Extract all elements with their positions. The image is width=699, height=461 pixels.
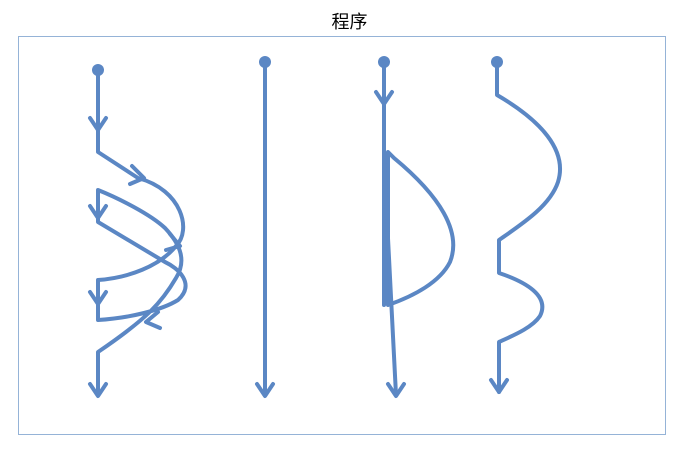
single-loop-flow [374, 56, 456, 398]
arrow-head [144, 310, 162, 330]
arrow-head [128, 164, 146, 186]
interleaved-flow [88, 64, 188, 398]
flow-line [96, 68, 188, 397]
arrow-head [164, 232, 182, 252]
loop-line [386, 150, 456, 307]
diagram-title: 程序 [331, 12, 368, 33]
arrow-head [88, 290, 108, 306]
arrow-head [88, 382, 108, 398]
straight-flow [255, 56, 275, 398]
arrow-head [88, 116, 108, 132]
diagram-frame [18, 36, 666, 435]
arrow-head [88, 204, 108, 220]
wavy-flow [489, 56, 562, 394]
flow-line [495, 60, 562, 394]
arrow-head [255, 382, 275, 398]
arrow-head [374, 90, 394, 106]
arrow-head [386, 382, 406, 398]
arrow-head [489, 378, 509, 394]
flow-line [382, 158, 398, 397]
